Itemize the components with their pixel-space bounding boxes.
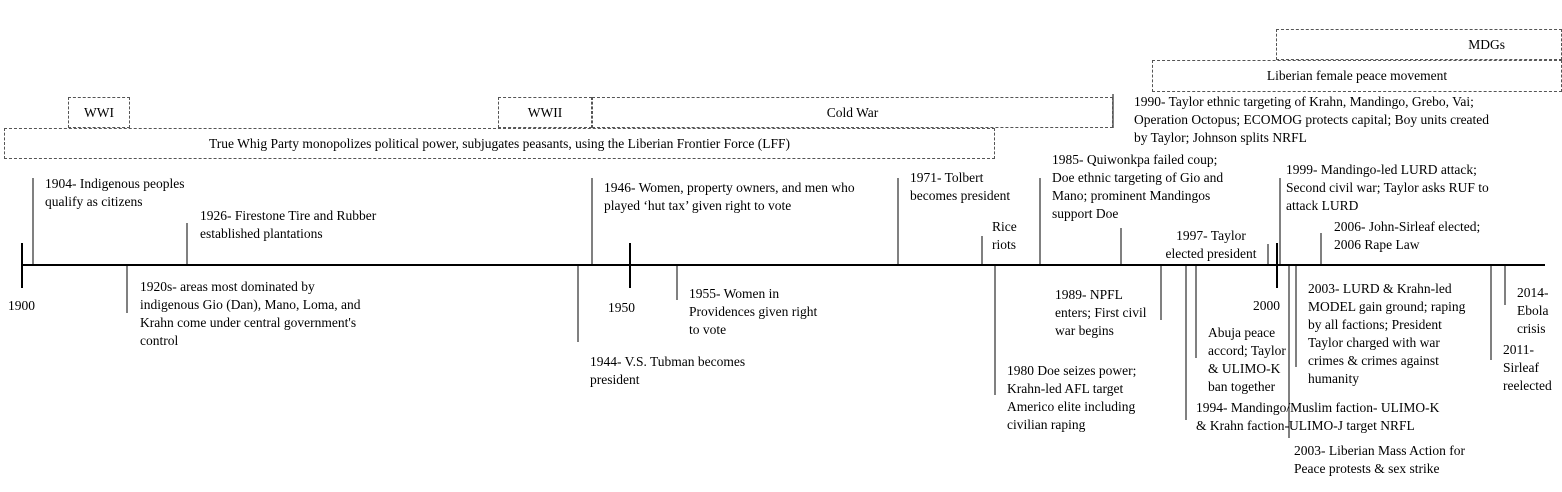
event-2003-mass-action: 2003- Liberian Mass Action for Peace pro… (1294, 442, 1465, 478)
event-1999: 1999- Mandingo-led LURD attack; Second c… (1286, 161, 1489, 215)
event-1990: 1990- Taylor ethnic targeting of Krahn, … (1134, 93, 1489, 147)
event-line: Providences given right (689, 304, 818, 319)
event-line: 1926- Firestone Tire and Rubber (200, 208, 377, 223)
event-line: president (590, 372, 640, 387)
event-line: humanity (1308, 371, 1359, 386)
period-mdgs: MDGs (1276, 29, 1562, 60)
event-line: 2006 Rape Law (1334, 237, 1420, 252)
event-line: elected president (1165, 246, 1257, 261)
period-cold-war: Cold War (592, 97, 1113, 128)
event-line: war begins (1055, 323, 1114, 338)
event-line: Ebola (1517, 303, 1549, 318)
event-line: 1999- Mandingo-led LURD attack; (1286, 162, 1477, 177)
event-2006: 2006- John-Sirleaf elected; 2006 Rape La… (1334, 218, 1480, 254)
event-line: 2014- (1517, 285, 1549, 300)
event-line: indigenous Gio (Dan), Mano, Loma, and (140, 297, 361, 312)
event-1994: 1994- Mandingo/Muslim faction- ULIMO-K &… (1196, 399, 1439, 435)
event-line: 1944- V.S. Tubman becomes (590, 354, 746, 369)
period-wwii: WWII (498, 97, 592, 128)
event-line: 2011- (1503, 342, 1534, 357)
event-line: riots (992, 237, 1017, 252)
event-line: 1997- Taylor (1176, 228, 1246, 243)
event-2014: 2014- Ebola crisis (1517, 284, 1549, 338)
year-label-2000: 2000 (1253, 298, 1280, 313)
event-line: & Krahn faction-ULIMO-J target NRFL (1196, 418, 1415, 433)
event-line: 1920s- areas most dominated by (140, 279, 315, 294)
event-line: 1990- Taylor ethnic targeting of Krahn, … (1134, 94, 1474, 109)
event-line: 1989- NPFL (1055, 287, 1123, 302)
event-line: Doe ethnic targeting of Gio and (1052, 170, 1224, 185)
period-female-peace-movement: Liberian female peace movement (1152, 60, 1562, 92)
event-1971: 1971- Tolbert becomes president (910, 169, 1010, 205)
period-label: Cold War (826, 104, 879, 120)
period-label: Liberian female peace movement (1266, 68, 1448, 84)
event-1997: 1997- Taylor elected president (1155, 227, 1267, 263)
event-line: control (140, 333, 179, 348)
event-line: 1985- Quiwonkpa failed coup; (1052, 152, 1218, 167)
event-line: 1946- Women, property owners, and men wh… (604, 180, 855, 195)
event-line: 1980 Doe seizes power; (1007, 363, 1137, 378)
event-line: 2006- John-Sirleaf elected; (1334, 219, 1481, 234)
event-1955: 1955- Women in Providences given right t… (689, 285, 817, 339)
event-line: Americo elite including (1007, 399, 1136, 414)
event-line: 2003- Liberian Mass Action for (1294, 443, 1465, 458)
event-line: Peace protests & sex strike (1294, 461, 1440, 476)
event-1920s: 1920s- areas most dominated by indigenou… (140, 278, 360, 350)
period-wwi: WWI (68, 97, 130, 128)
year-label-1950: 1950 (608, 300, 635, 315)
event-line: Operation Octopus; ECOMOG protects capit… (1134, 112, 1490, 127)
event-2011: 2011- Sirleaf reelected (1503, 341, 1552, 395)
event-abuja: Abuja peace accord; Taylor & ULIMO-K ban… (1208, 324, 1286, 396)
event-line: to vote (689, 322, 727, 337)
event-line: enters; First civil (1055, 305, 1147, 320)
event-line: 1955- Women in (689, 286, 780, 301)
event-line: Krahn-led AFL target (1007, 381, 1124, 396)
event-line: reelected (1503, 378, 1552, 393)
event-line: 1994- Mandingo/Muslim faction- ULIMO-K (1196, 400, 1440, 415)
period-label: True Whig Party monopolizes political po… (209, 135, 790, 151)
event-line: established plantations (200, 226, 323, 241)
event-1946: 1946- Women, property owners, and men wh… (604, 179, 855, 215)
event-line: 1971- Tolbert (910, 170, 984, 185)
event-line: Mano; prominent Mandingos (1052, 188, 1211, 203)
event-1944: 1944- V.S. Tubman becomes president (590, 353, 745, 389)
period-label: WWII (527, 104, 563, 120)
period-label: MDGs (1468, 36, 1505, 52)
period-label: WWI (84, 104, 114, 120)
event-1904: 1904- Indigenous peoples qualify as citi… (45, 175, 184, 211)
event-line: attack LURD (1286, 198, 1359, 213)
event-line: & ULIMO-K (1208, 361, 1281, 376)
event-1980: 1980 Doe seizes power; Krahn-led AFL tar… (1007, 362, 1136, 434)
event-line: crimes & crimes against (1308, 353, 1439, 368)
event-line: ban together (1208, 379, 1276, 394)
event-line: Sirleaf (1503, 360, 1539, 375)
event-line: Rice (992, 219, 1017, 234)
year-label-1900: 1900 (8, 298, 35, 313)
event-line: Second civil war; Taylor asks RUF to (1286, 180, 1489, 195)
event-line: 2003- LURD & Krahn-led (1308, 281, 1452, 296)
event-1926: 1926- Firestone Tire and Rubber establis… (200, 207, 376, 243)
event-line: support Doe (1052, 206, 1119, 221)
period-true-whig-party: True Whig Party monopolizes political po… (4, 128, 995, 159)
event-line: Krahn come under central government's (140, 315, 357, 330)
event-1989: 1989- NPFL enters; First civil war begin… (1055, 286, 1147, 340)
event-line: crisis (1517, 321, 1546, 336)
event-line: civilian raping (1007, 417, 1086, 432)
event-2003-lurd-model: 2003- LURD & Krahn-led MODEL gain ground… (1308, 280, 1465, 388)
event-line: by Taylor; Johnson splits NRFL (1134, 130, 1307, 145)
event-line: by all factions; President (1308, 317, 1442, 332)
event-line: Abuja peace (1208, 325, 1276, 340)
event-1985: 1985- Quiwonkpa failed coup; Doe ethnic … (1052, 151, 1223, 223)
event-line: 1904- Indigenous peoples (45, 176, 185, 191)
event-line: played ‘hut tax’ given right to vote (604, 198, 792, 213)
event-line: Taylor charged with war (1308, 335, 1440, 350)
event-line: accord; Taylor (1208, 343, 1286, 358)
event-rice-riots: Rice riots (992, 218, 1017, 254)
event-line: qualify as citizens (45, 194, 143, 209)
event-line: MODEL gain ground; raping (1308, 299, 1466, 314)
event-line: becomes president (910, 188, 1011, 203)
